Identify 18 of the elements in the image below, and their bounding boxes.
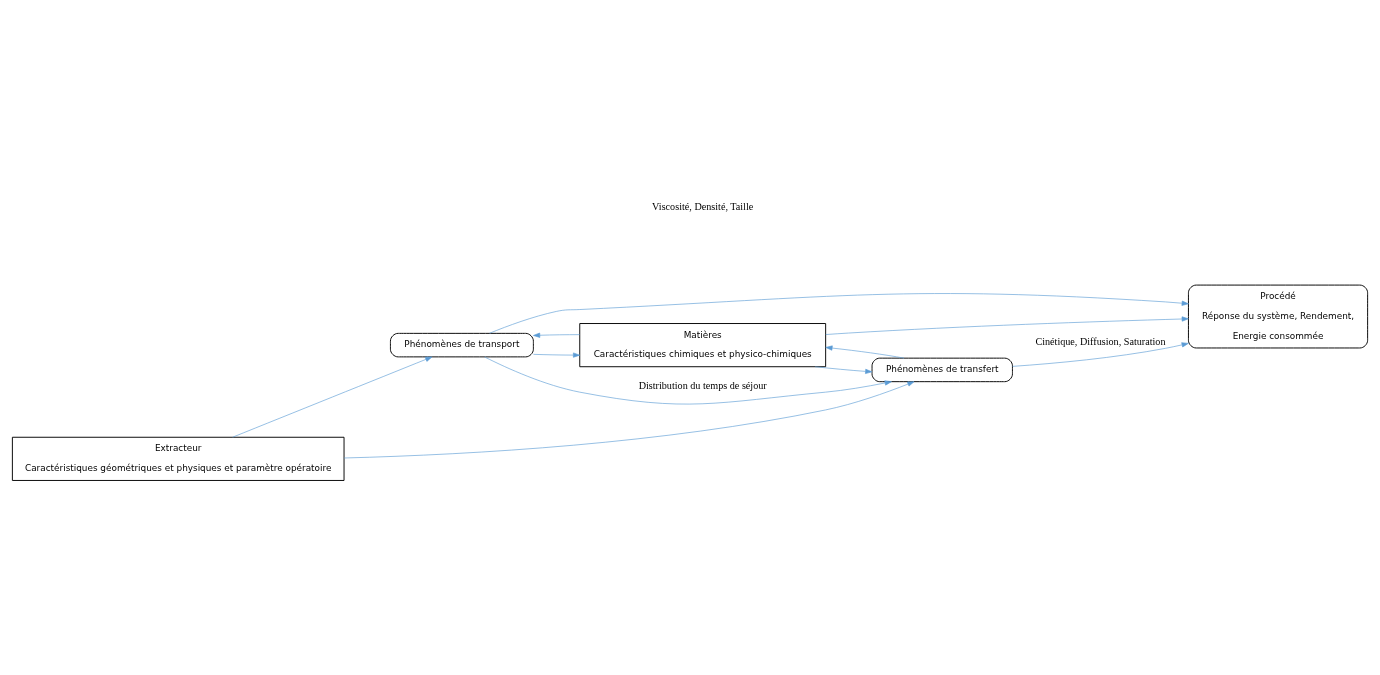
arrow — [484, 356, 892, 405]
label: Viscosité, Densité, Taille — [652, 200, 754, 212]
node-box: Procédé Réponse du système, Rendement, Energie consommée — [1187, 284, 1369, 349]
arrow — [814, 366, 873, 374]
node-box: Matières Caractéristiques chimiques et physico-chimiques — [579, 323, 827, 368]
node-box: Phénomènes de transfert — [871, 357, 1013, 383]
node-box: Extracteur Caractéristiques géométriques et physiques et paramètre opératoire — [11, 436, 345, 481]
edge-label: Cinétique, Diffusion, Saturation — [1035, 336, 1166, 347]
arrow — [232, 356, 433, 438]
arrow — [825, 316, 1189, 335]
arrow — [825, 345, 905, 359]
arrow — [489, 293, 1189, 334]
arrow — [1012, 342, 1189, 367]
arrow — [533, 352, 581, 358]
node-box: Phénomènes de transport — [389, 332, 534, 358]
edge-label: Distribution du temps de séjour — [638, 379, 767, 391]
arrow — [343, 381, 915, 459]
arrow — [533, 332, 581, 338]
